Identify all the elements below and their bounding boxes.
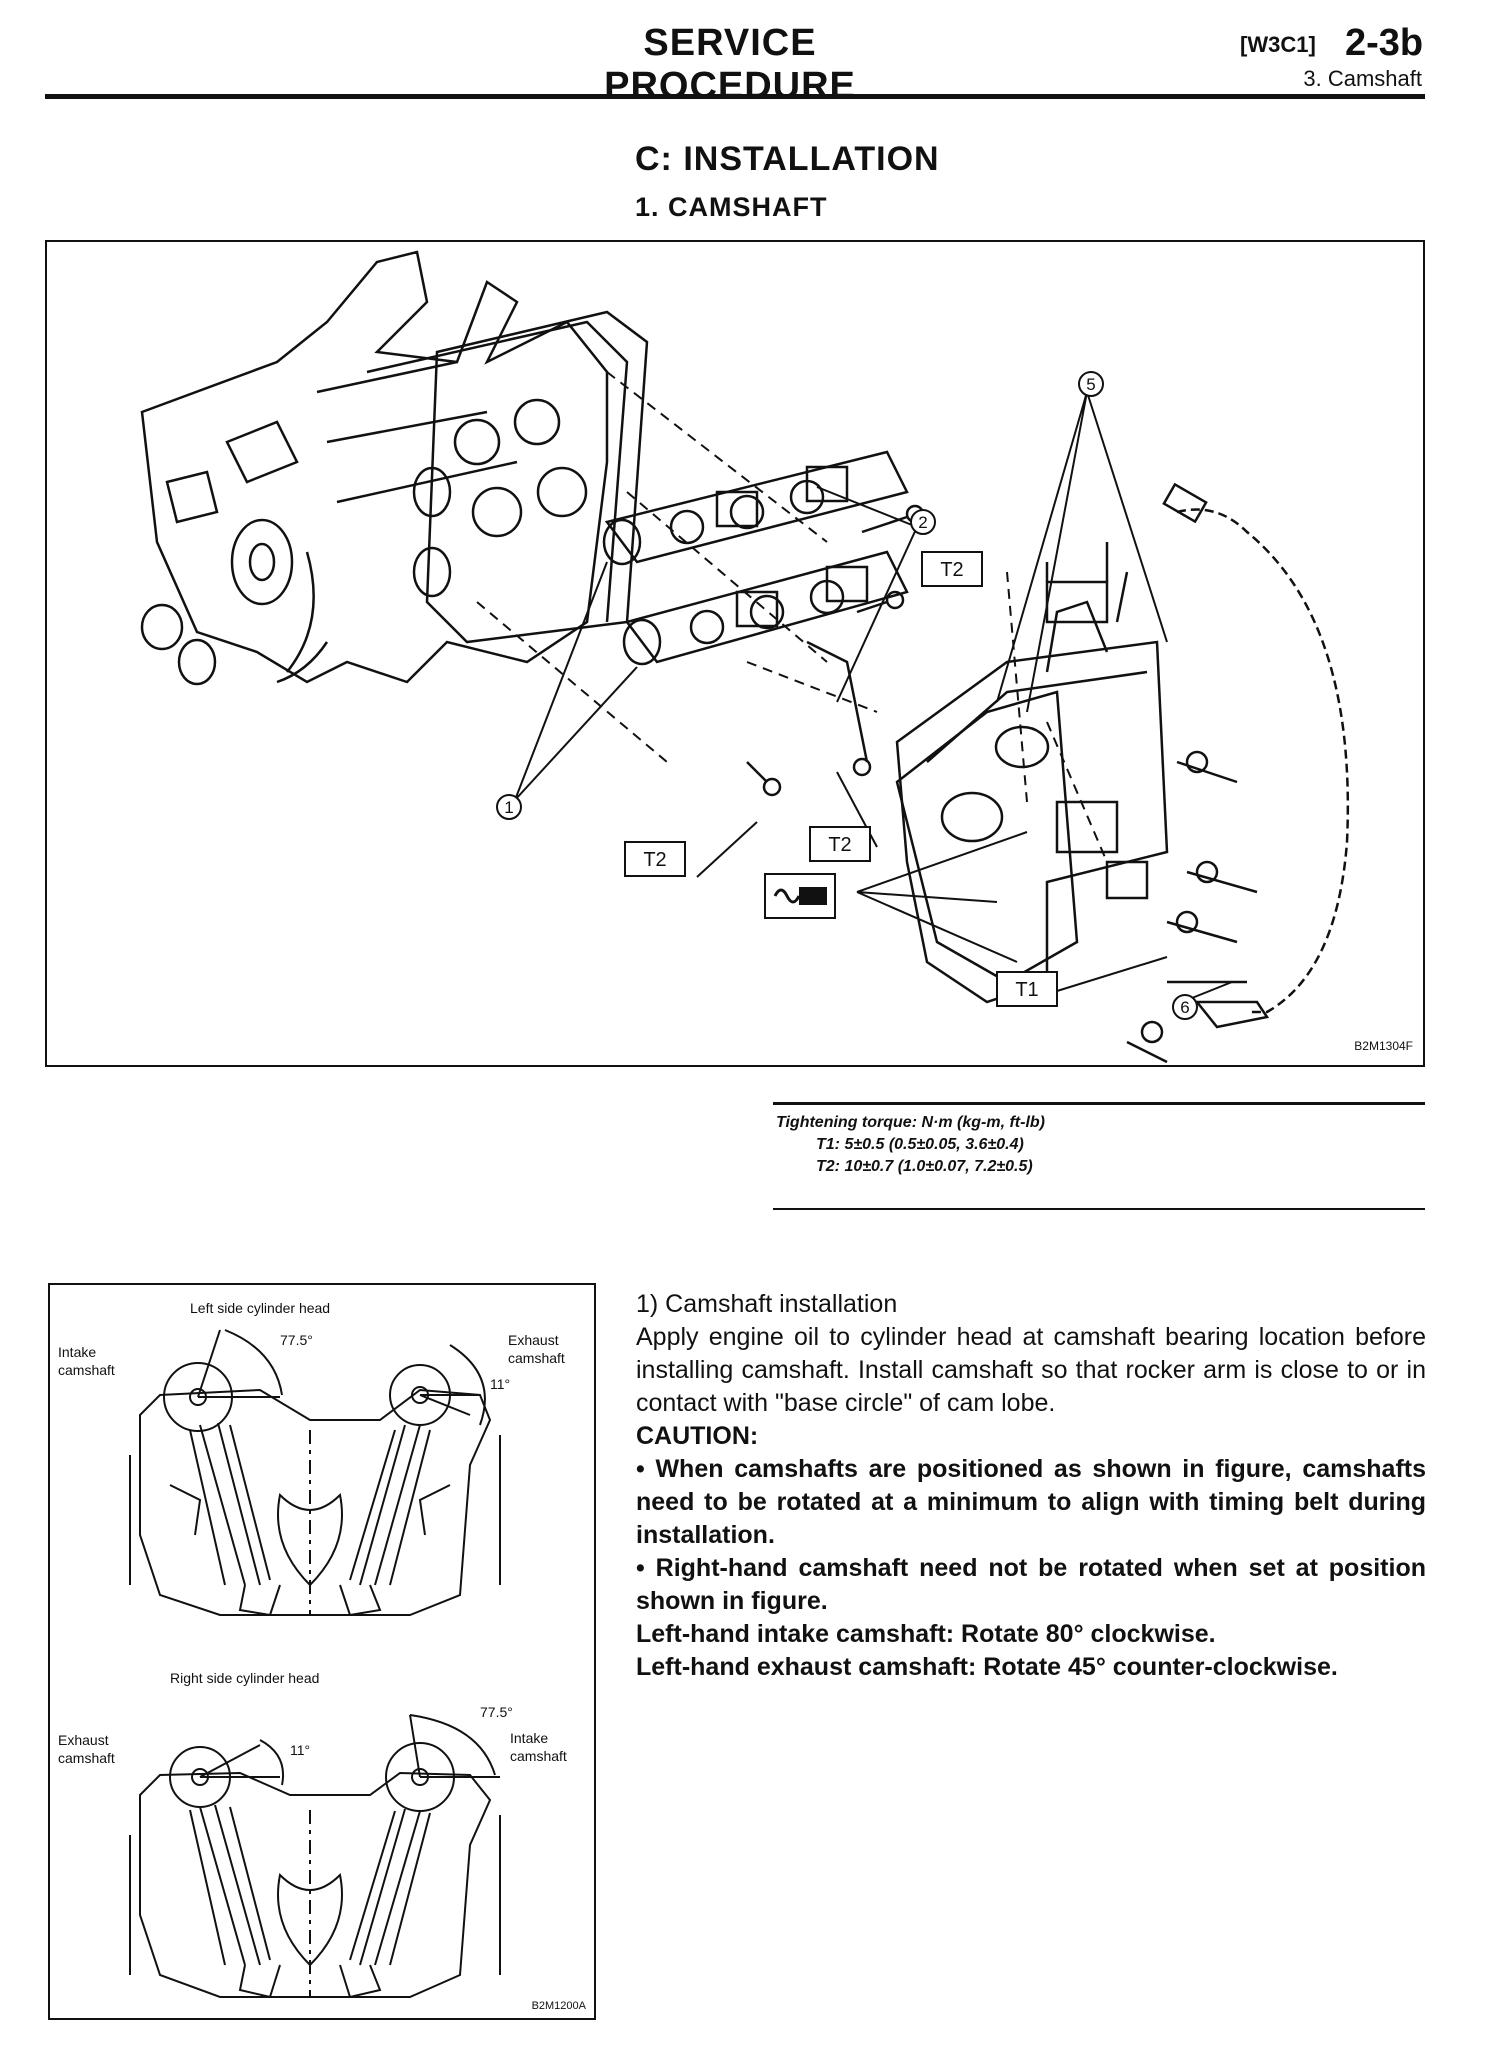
left-angle-77: 77.5° bbox=[280, 1332, 313, 1348]
caution-item-2: • Right-hand camshaft need not be rotate… bbox=[636, 1554, 1426, 1615]
page-section: 3. Camshaft bbox=[1303, 66, 1422, 91]
page-code: [W3C1] bbox=[1240, 32, 1316, 57]
subsection-title: 1. CAMSHAFT bbox=[635, 192, 828, 222]
torque-tag-t2-left: T2 bbox=[643, 849, 666, 871]
torque-heading: Tightening torque: N·m (kg-m, ft-lb) bbox=[776, 1114, 1045, 1131]
figure2-id: B2M1200A bbox=[532, 2000, 587, 2012]
torque-tag-t2-top: T2 bbox=[940, 559, 963, 581]
left-exhaust-label-1: Exhaust bbox=[508, 1332, 559, 1348]
camshaft-position-figure: Left side cylinder head Intake camshaft … bbox=[48, 1283, 596, 2020]
exploded-camshaft-drawing: 5 2 1 6 T2 T2 T2 T1 B2M1304F bbox=[140, 250, 1413, 1064]
callout-6: 6 bbox=[1180, 998, 1189, 1017]
left-angle-11: 11° bbox=[490, 1376, 510, 1392]
left-intake-label-2: camshaft bbox=[58, 1362, 115, 1378]
right-exhaust-label-2: camshaft bbox=[58, 1750, 115, 1766]
torque-t1: T1: 5±0.5 (0.5±0.05, 3.6±0.4) bbox=[816, 1136, 1024, 1153]
right-angle-77: 77.5° bbox=[480, 1704, 513, 1720]
installation-instructions: 1) Camshaft installation Apply engine oi… bbox=[636, 1288, 1426, 1684]
torque-tag-t2-mid: T2 bbox=[828, 834, 851, 856]
callout-2: 2 bbox=[918, 513, 927, 532]
right-head-title: Right side cylinder head bbox=[170, 1670, 319, 1686]
lh-exhaust-rotation: Left-hand exhaust camshaft: Rotate 45° c… bbox=[636, 1653, 1338, 1681]
callout-5: 5 bbox=[1086, 375, 1095, 394]
right-angle-11: 11° bbox=[290, 1742, 310, 1758]
right-exhaust-label-1: Exhaust bbox=[58, 1732, 109, 1748]
torque-rule-top bbox=[773, 1102, 1425, 1105]
exploded-camshaft-figure: 5 2 1 6 T2 T2 T2 T1 B2M1304F bbox=[45, 240, 1425, 1067]
header-rule bbox=[45, 94, 1425, 99]
callout-1: 1 bbox=[504, 798, 513, 817]
torque-rule-bottom bbox=[773, 1208, 1425, 1210]
caution-label: CAUTION: bbox=[636, 1422, 759, 1450]
left-head-title: Left side cylinder head bbox=[190, 1300, 330, 1316]
figure1-id: B2M1304F bbox=[1354, 1039, 1413, 1053]
step-title: 1) Camshaft installation bbox=[636, 1290, 898, 1318]
torque-tag-t1: T1 bbox=[1015, 979, 1038, 1001]
camshaft-position-drawing: Left side cylinder head Intake camshaft … bbox=[58, 1300, 587, 2012]
page-header-title: SERVICE PROCEDURE bbox=[604, 22, 856, 107]
step-body: Apply engine oil to cylinder head at cam… bbox=[636, 1323, 1426, 1417]
page-number: 2-3b bbox=[1345, 22, 1424, 64]
lh-intake-rotation: Left-hand intake camshaft: Rotate 80° cl… bbox=[636, 1620, 1216, 1648]
right-intake-label-1: Intake bbox=[510, 1730, 548, 1746]
right-intake-label-2: camshaft bbox=[510, 1748, 567, 1764]
torque-t2: T2: 10±0.7 (1.0±0.07, 7.2±0.5) bbox=[816, 1158, 1033, 1175]
sealant-icon bbox=[764, 873, 836, 919]
section-title: C: INSTALLATION bbox=[635, 140, 940, 178]
left-exhaust-label-2: camshaft bbox=[508, 1350, 565, 1366]
left-intake-label-1: Intake bbox=[58, 1344, 96, 1360]
caution-item-1: • When camshafts are positioned as shown… bbox=[636, 1455, 1426, 1549]
